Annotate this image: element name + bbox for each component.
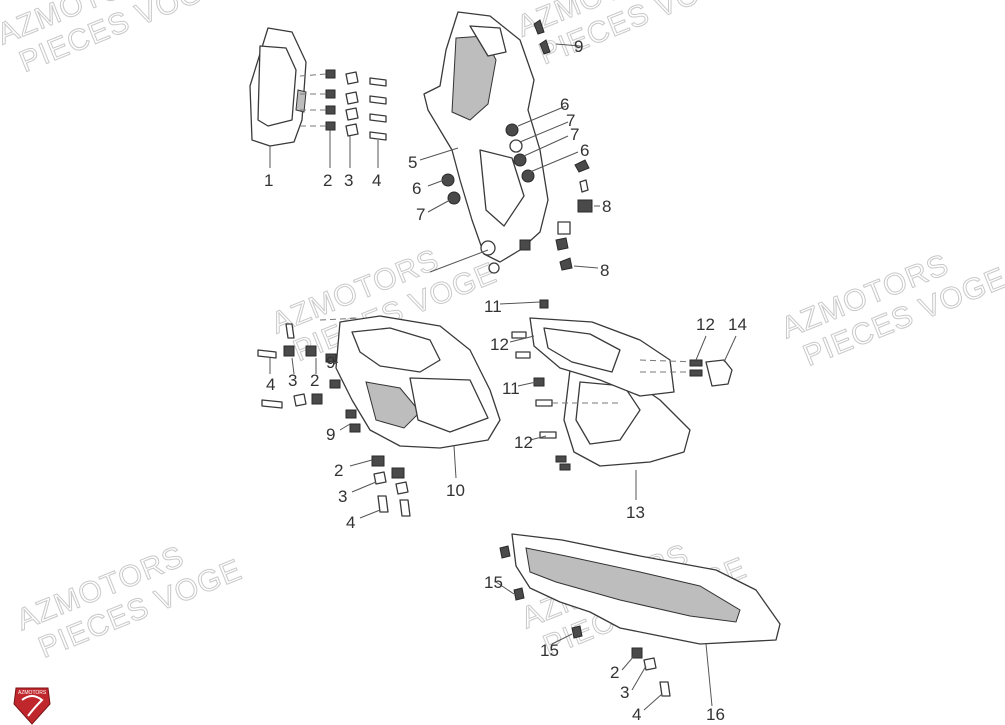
callout-6: 6 [580, 141, 589, 160]
azmotors-shield-logo: AZMOTORS [13, 687, 51, 725]
side-connector [689, 359, 733, 387]
callout-12: 12 [514, 433, 533, 452]
grommet-set [441, 19, 593, 271]
callout-11: 11 [484, 297, 502, 316]
callout-2: 2 [323, 171, 332, 190]
dashboard-display [249, 27, 307, 147]
svg-text:AZMOTORS: AZMOTORS [18, 690, 47, 696]
callout-14: 14 [728, 315, 747, 334]
callout-7: 7 [416, 205, 425, 224]
callout-1: 1 [264, 171, 273, 190]
callout-5: 5 [408, 153, 417, 172]
callout-9: 9 [326, 425, 335, 444]
callout-6: 6 [560, 95, 569, 114]
watermark-top-left: AZMOTORS PIECES VOGE [0, 0, 228, 80]
callout-9: 9 [326, 353, 335, 372]
display-fastener-set [299, 69, 387, 141]
callout-10: 10 [446, 481, 465, 500]
callout-12: 12 [490, 335, 509, 354]
callout-2: 2 [334, 461, 343, 480]
watermark-bottom-left: AZMOTORS PIECES VOGE [12, 539, 248, 665]
callout-11: 11 [502, 379, 520, 398]
callout-4: 4 [372, 171, 381, 190]
watermark-top-center: AZMOTORS PIECES VOGE [512, 0, 748, 72]
callout-15: 15 [540, 641, 559, 660]
callout-9: 9 [574, 37, 583, 56]
callout-12: 12 [696, 315, 715, 334]
callout-3: 3 [620, 683, 629, 702]
callout-3: 3 [288, 371, 297, 390]
watermark-middle-right: AZMOTORS PIECES VOGE [776, 248, 1005, 374]
callout-4: 4 [346, 513, 355, 532]
callout-7: 7 [566, 111, 575, 130]
callout-4: 4 [266, 375, 275, 394]
callout-2: 2 [310, 371, 319, 390]
callout-8: 8 [600, 261, 609, 280]
callout-16: 16 [706, 705, 725, 724]
upper-center-cowl [511, 299, 697, 439]
callout-3: 3 [344, 171, 353, 190]
headlight-assembly [335, 315, 501, 479]
callout-8: 8 [602, 197, 611, 216]
headlight-fastener-set [257, 317, 411, 517]
callout-2: 2 [610, 663, 619, 682]
fairing-bracket [423, 11, 571, 274]
callout-3: 3 [338, 487, 347, 506]
lower-center-cowl [555, 369, 691, 500]
callout-4: 4 [632, 705, 641, 724]
leader-lines [269, 43, 737, 711]
callout-15: 15 [484, 573, 503, 592]
callout-6: 6 [412, 179, 421, 198]
callout-13: 13 [626, 503, 645, 522]
callout-7: 7 [570, 125, 579, 144]
callout-labels: 1 2 3 4 5 6 7 7 6 6 7 8 8 9 9 9 2 3 4 2 … [264, 37, 747, 724]
side-fairing-panel [499, 533, 781, 707]
